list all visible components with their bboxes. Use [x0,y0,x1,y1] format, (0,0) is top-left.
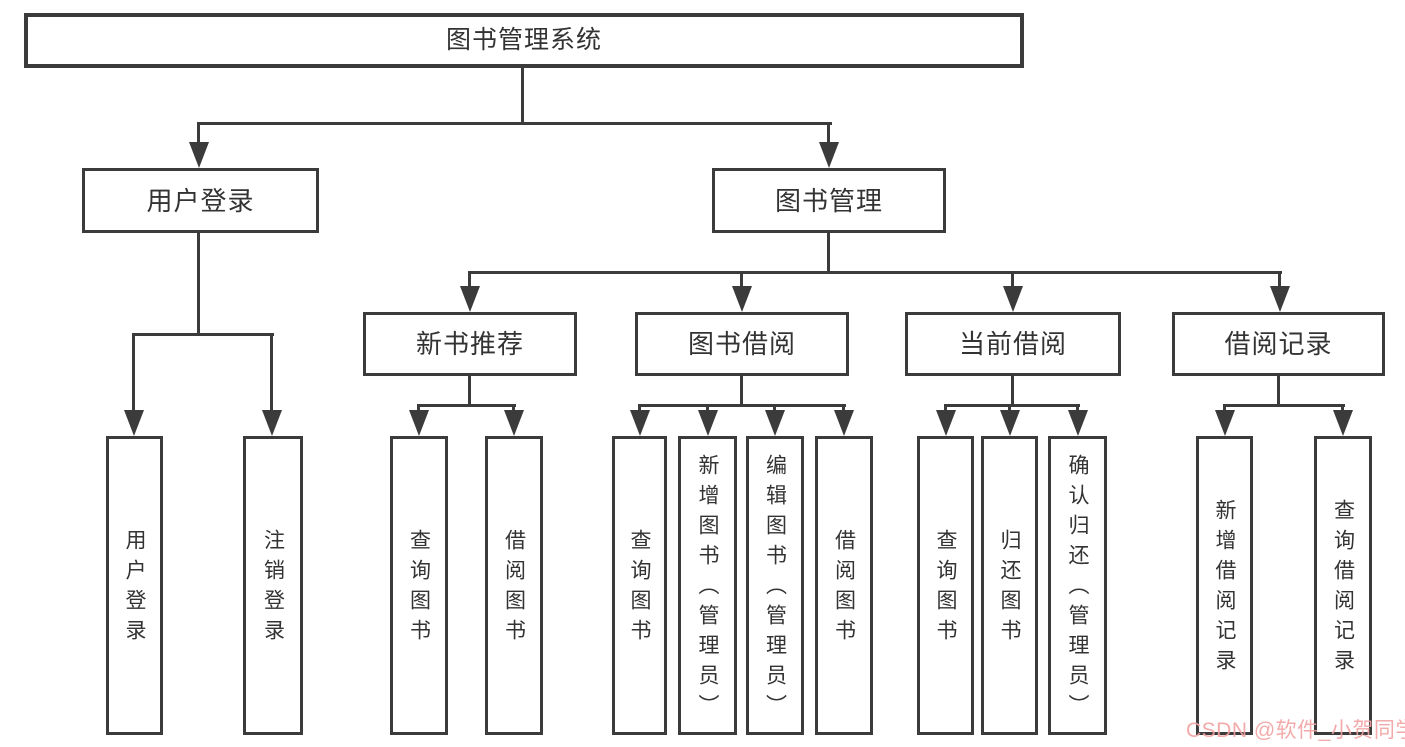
connector-user-login-trunk [197,231,200,335]
node-user-login-label: 用户登录 [146,185,255,216]
arrowhead-icon [1270,286,1290,312]
node-root-label: 图书管理系统 [445,26,602,54]
connector-current-borrow-trunk [1011,374,1014,406]
node-new-book-recommend-label: 新书推荐 [415,329,524,359]
connector-arrow-shaft [1076,404,1079,412]
leaf-borrow-book: 借阅图书 [815,436,873,735]
arrowhead-icon [1215,410,1235,436]
leaf-edit-book-admin: 编辑图书（管理员） [746,436,804,735]
leaf-return-book: 归还图书 [981,436,1038,735]
arrowhead-icon [819,142,839,168]
node-borrow-record-label: 借阅记录 [1224,329,1333,359]
connector-arrow-shaft [1008,404,1011,412]
leaf-label: 查询图书 [407,528,431,649]
node-current-borrow: 当前借阅 [905,312,1121,376]
connector-level2-branch [468,271,1282,274]
leaf-confirm-return-admin: 确认归还（管理员） [1048,436,1107,735]
leaf-query-book-current: 查询图书 [917,436,974,735]
node-book-borrow-label: 图书借阅 [687,329,796,359]
leaf-label: 查询借阅记录 [1331,498,1355,679]
leaf-label: 新增借阅记录 [1213,498,1236,679]
leaf-query-book-borrow: 查询图书 [612,436,667,735]
connector-arrow-shaft [1341,404,1344,412]
connector-arrow-shaft [740,271,743,288]
leaf-label: 查询图书 [628,528,651,649]
arrowhead-icon [504,410,524,436]
connector-arrow-shaft [1011,271,1014,288]
leaf-logout: 注销登录 [243,436,303,735]
arrowhead-icon [698,410,718,436]
leaf-query-book-recommend: 查询图书 [390,436,448,735]
connector-arrow-shaft [1223,404,1226,412]
connector-user-login-branch [132,333,274,336]
connector-arrow-shaft [827,122,830,144]
arrowhead-icon [409,410,429,436]
connector-level1-branch [197,122,832,125]
connector-current-borrow-branch [944,404,1080,407]
connector-arrow-shaft [270,333,273,412]
node-user-login: 用户登录 [82,168,319,233]
leaf-label: 借阅图书 [832,528,856,649]
node-current-borrow-label: 当前借阅 [958,329,1067,359]
arrowhead-icon [189,142,209,168]
leaf-label: 查询图书 [934,528,957,649]
connector-arrow-shaft [197,122,200,144]
leaf-label: 编辑图书（管理员） [763,453,787,724]
arrowhead-icon [124,410,144,436]
arrowhead-icon [936,410,956,436]
connector-new-book-recommend-branch [417,404,516,407]
connector-book-borrow-trunk [740,374,743,406]
connector-arrow-shaft [512,404,515,412]
connector-arrow-shaft [944,404,947,412]
connector-borrow-record-branch [1223,404,1345,407]
leaf-borrow-book-recommend: 借阅图书 [485,436,543,735]
leaf-user-login: 用户登录 [106,436,163,735]
connector-arrow-shaft [706,404,709,412]
node-root-system: 图书管理系统 [24,13,1024,68]
connector-arrow-shaft [773,404,776,412]
leaf-add-book-admin: 新增图书（管理员） [678,436,737,735]
node-new-book-recommend: 新书推荐 [363,312,577,376]
arrowhead-icon [834,410,854,436]
connector-root-trunk [521,66,524,125]
connector-borrow-record-trunk [1277,374,1280,406]
arrowhead-icon [732,286,752,312]
node-book-management-label: 图书管理 [774,185,883,216]
leaf-label: 新增图书（管理员） [696,453,719,724]
leaf-query-borrow-record: 查询借阅记录 [1314,436,1372,735]
leaf-label: 确认归还（管理员） [1066,453,1089,724]
connector-book-management-trunk [827,231,830,273]
arrowhead-icon [1003,286,1023,312]
connector-book-borrow-branch [638,404,846,407]
node-book-management: 图书管理 [712,168,946,233]
node-book-borrow: 图书借阅 [635,312,849,376]
leaf-label: 注销登录 [261,528,285,649]
arrowhead-icon [460,286,480,312]
connector-arrow-shaft [417,404,420,412]
leaf-add-borrow-record: 新增借阅记录 [1196,436,1253,735]
connector-arrow-shaft [842,404,845,412]
connector-arrow-shaft [132,333,135,412]
connector-arrow-shaft [468,271,471,288]
leaf-label: 归还图书 [998,528,1021,649]
connector-new-book-recommend-trunk [468,374,471,406]
arrowhead-icon [1333,410,1353,436]
arrowhead-icon [1068,410,1088,436]
connector-arrow-shaft [638,404,641,412]
arrowhead-icon [630,410,650,436]
node-borrow-record: 借阅记录 [1172,312,1385,376]
connector-arrow-shaft [1278,271,1281,288]
watermark: CSDN @软件_小贺同学 [1186,719,1405,742]
arrowhead-icon [262,410,282,436]
arrowhead-icon [765,410,785,436]
leaf-label: 借阅图书 [502,528,526,649]
leaf-label: 用户登录 [123,528,146,649]
arrowhead-icon [1000,410,1020,436]
